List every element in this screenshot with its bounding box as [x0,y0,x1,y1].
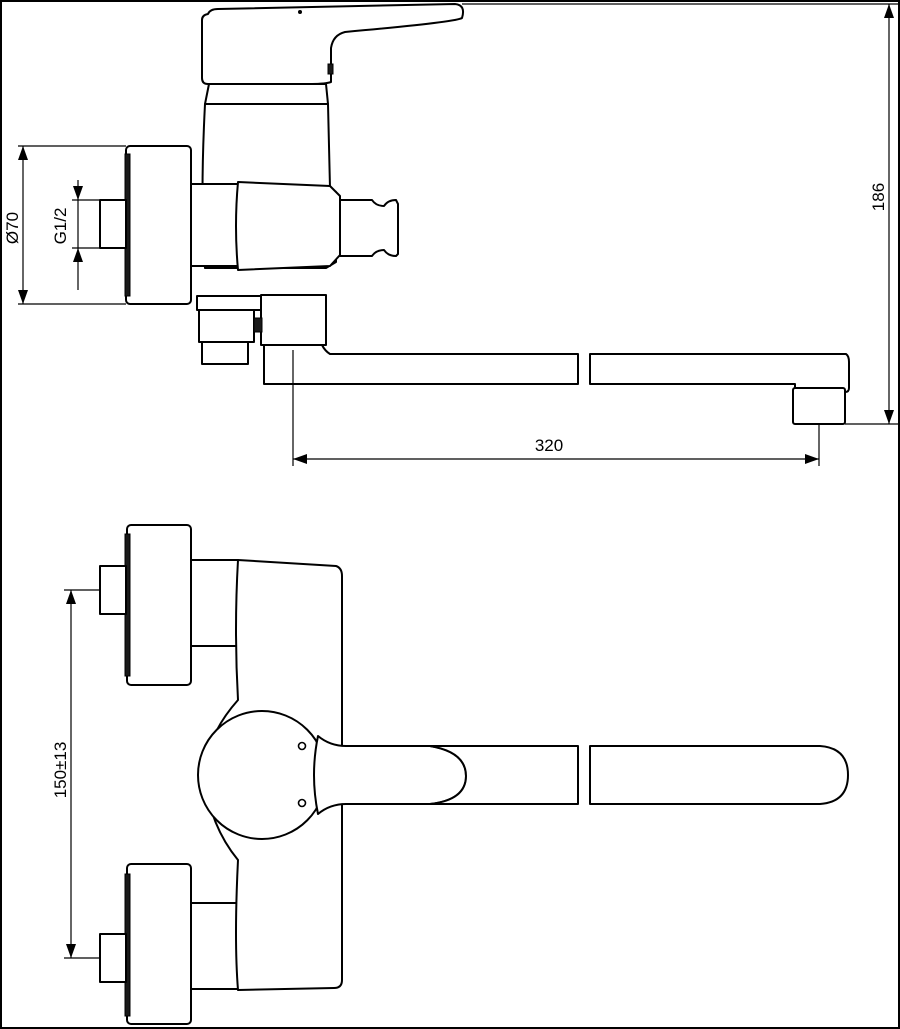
spout-aerator [792,387,846,425]
cartridge-cap [204,83,329,105]
label-diameter: Ø70 [3,212,22,244]
front-spout-right [589,745,849,805]
lower-inlet [99,933,127,983]
inlet-pipe [99,199,127,249]
dim-spout-length: 320 [292,350,820,466]
lower-thread [198,309,255,343]
cartridge-disc [197,710,327,840]
screw-top [297,741,307,751]
lower-flange [126,863,192,1025]
upper-connector [190,559,239,647]
lever-handle [201,3,465,85]
dim-height: 186 [462,3,898,425]
lower-connector [190,902,239,990]
label-center-distance: 150±13 [51,742,70,799]
wall-flange [125,145,192,305]
spout-arm-right [589,353,850,393]
screw-bottom [297,798,307,808]
dim-center-distance: 150±13 [51,589,100,959]
side-view: Ø70 G1/2 186 320 [3,3,898,466]
upper-flange [126,524,192,686]
spout-base [260,294,327,346]
lever-clip [327,63,334,75]
lever-dot [298,10,302,14]
front-spout-left [345,745,579,805]
spout-arm-left [263,344,579,385]
connector-arm [190,183,240,267]
dim-thread: G1/2 [51,180,100,290]
label-spout-length: 320 [535,436,563,455]
lower-nut [201,341,249,365]
spout-base-tab [253,317,263,333]
front-view: 150±13 [51,524,849,1025]
label-thread: G1/2 [51,208,70,245]
dim-diameter: Ø70 [3,145,126,305]
diverter-knob [339,199,399,257]
upper-inlet [99,565,127,615]
lower-fitting [196,295,262,311]
body-shoulder [235,181,341,271]
label-height: 186 [869,183,888,211]
